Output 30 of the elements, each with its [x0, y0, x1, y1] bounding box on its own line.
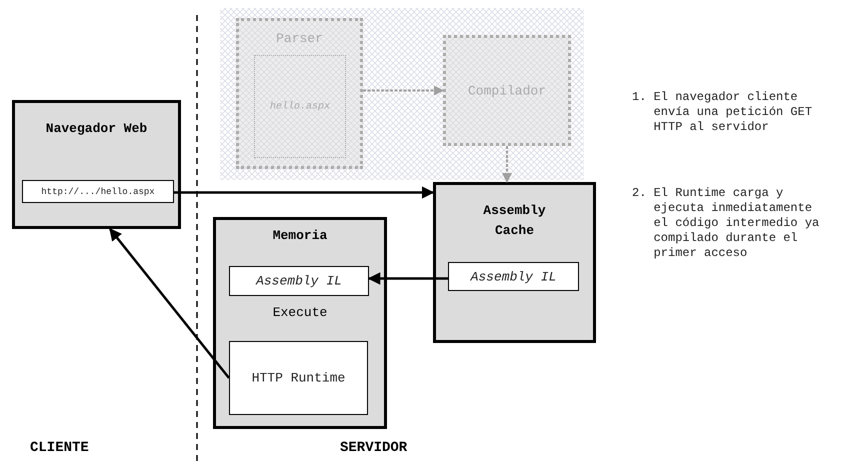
zone-label: SERVIDOR [340, 440, 408, 456]
arrow [174, 186, 434, 199]
box-title: Assembly Cache [482, 202, 547, 240]
box-title: Parser [275, 31, 324, 46]
arrow [363, 86, 444, 96]
cache-box [433, 182, 596, 343]
zone-label: CLIENTE [30, 440, 90, 456]
url-field [22, 180, 174, 203]
box-label: Assembly IL [469, 269, 558, 284]
arrow [368, 272, 448, 285]
box-title: Compilador [466, 83, 547, 98]
step-note: 1. El navegador cliente envía una petición GET HTTP al servidor [632, 90, 814, 135]
runtime-box [229, 341, 368, 415]
assembly-box [448, 262, 579, 291]
box-title: Memoria [272, 227, 328, 245]
memory-box [213, 217, 387, 429]
assembly-box [229, 266, 369, 296]
step-note: 2. El Runtime carga y ejecuta inmediatamente el código intermedio ya compilado durante el primer acceso [632, 186, 820, 261]
compiler-box [443, 35, 571, 146]
step-label: Execute [272, 305, 328, 320]
browser-box [12, 100, 181, 229]
box-title: Navegador Web [44, 120, 148, 138]
file-box [254, 55, 346, 158]
parser-box [236, 18, 363, 169]
box-label: hello.aspx [268, 101, 331, 112]
box-label: HTTP Runtime [250, 370, 346, 386]
arrow [502, 146, 512, 183]
box-label: Assembly IL [254, 274, 343, 288]
arrow [109, 228, 230, 379]
box-label: http://.../hello.aspx [40, 186, 156, 196]
